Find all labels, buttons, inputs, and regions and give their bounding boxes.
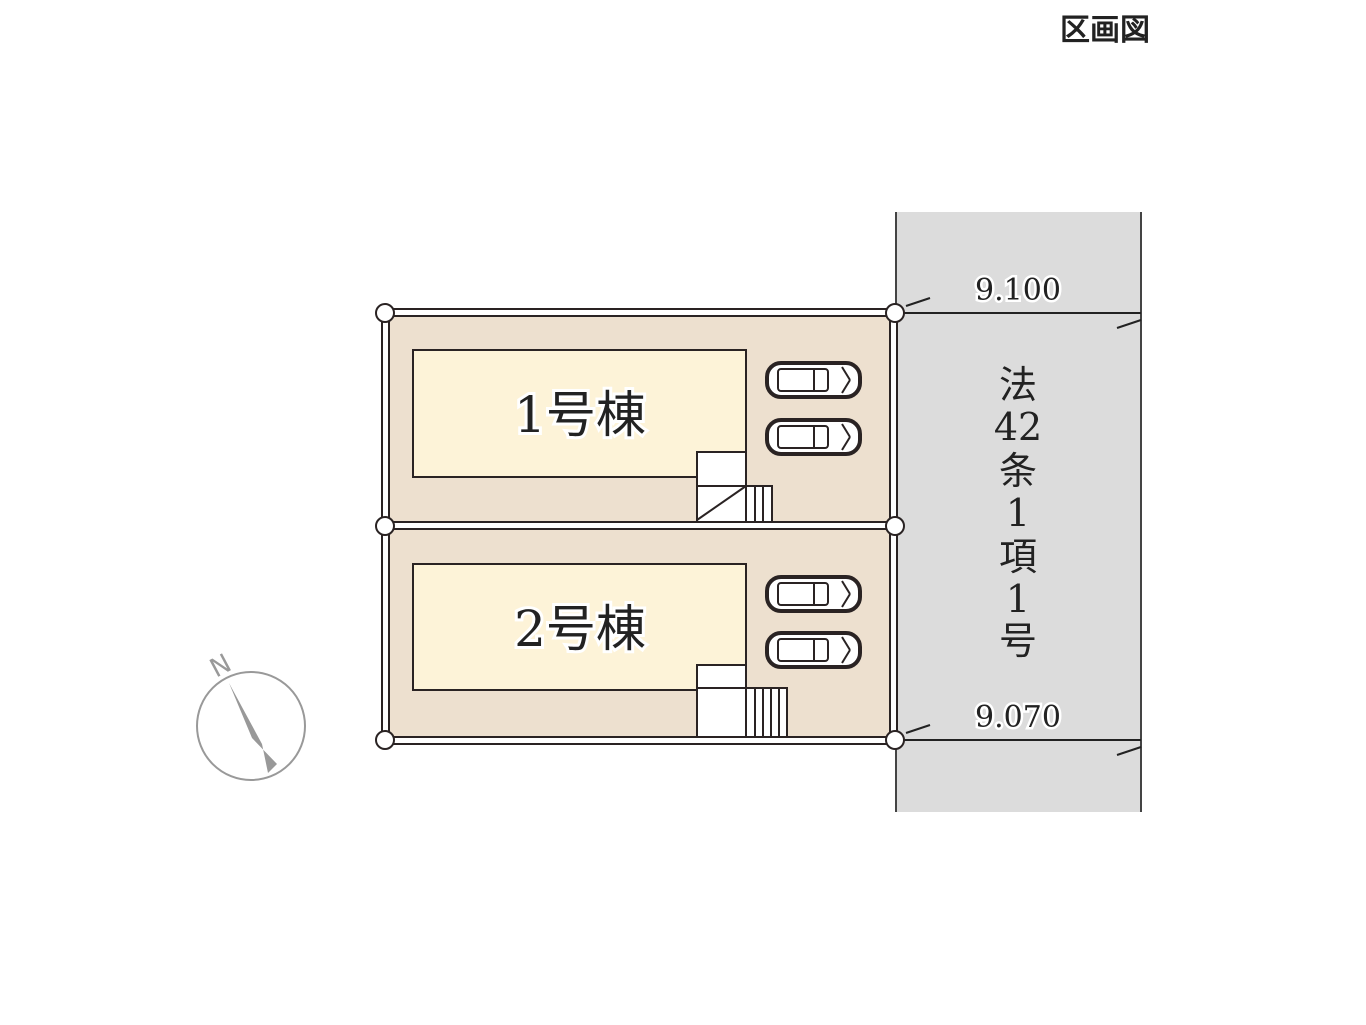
stairs xyxy=(745,485,773,523)
building-2 xyxy=(412,563,747,691)
compass-north-label: N xyxy=(205,649,236,685)
road-label-line: 法 xyxy=(999,363,1037,407)
boundary-marker xyxy=(375,730,395,750)
road-label-line: 1 xyxy=(1006,491,1030,535)
car-icon xyxy=(765,418,862,456)
parking xyxy=(765,361,862,669)
road-width-top: 9.100 xyxy=(975,273,1061,308)
stair-landing xyxy=(696,687,747,738)
boundary-marker xyxy=(375,516,395,536)
road: 法 42 条 1 項 1 号 9.100 9.070 xyxy=(895,212,1142,812)
page-title: 区画図 xyxy=(1060,13,1150,48)
boundary-marker xyxy=(885,303,905,323)
lot-label: 2号棟 xyxy=(514,600,646,658)
car-icon xyxy=(765,575,862,613)
north-arrow-icon: N xyxy=(196,649,306,781)
road-width-bottom: 9.070 xyxy=(975,700,1061,735)
entrance-porch xyxy=(696,451,747,487)
road-label-line: 42 xyxy=(994,405,1042,449)
boundary-marker xyxy=(885,516,905,536)
entrance-porch xyxy=(696,664,747,689)
road-label-line: 条 xyxy=(999,449,1037,493)
lot-label: 1号棟 xyxy=(514,386,646,444)
building-1 xyxy=(412,349,747,478)
stairs xyxy=(745,687,788,738)
road-label-line: 号 xyxy=(999,619,1037,663)
car-icon xyxy=(765,361,862,399)
road-label-line: 1 xyxy=(1006,577,1030,621)
boundary-marker xyxy=(885,730,905,750)
road-label-line: 項 xyxy=(999,535,1037,579)
boundary-markers xyxy=(375,303,905,750)
dimension-line-bottom xyxy=(896,724,1142,756)
road-label: 法 42 条 1 項 1 号 xyxy=(994,363,1042,663)
dimension-line-top xyxy=(896,297,1142,329)
boundary-marker xyxy=(375,303,395,323)
lot-1: 1号棟 xyxy=(389,316,890,523)
car-icon xyxy=(765,631,862,669)
